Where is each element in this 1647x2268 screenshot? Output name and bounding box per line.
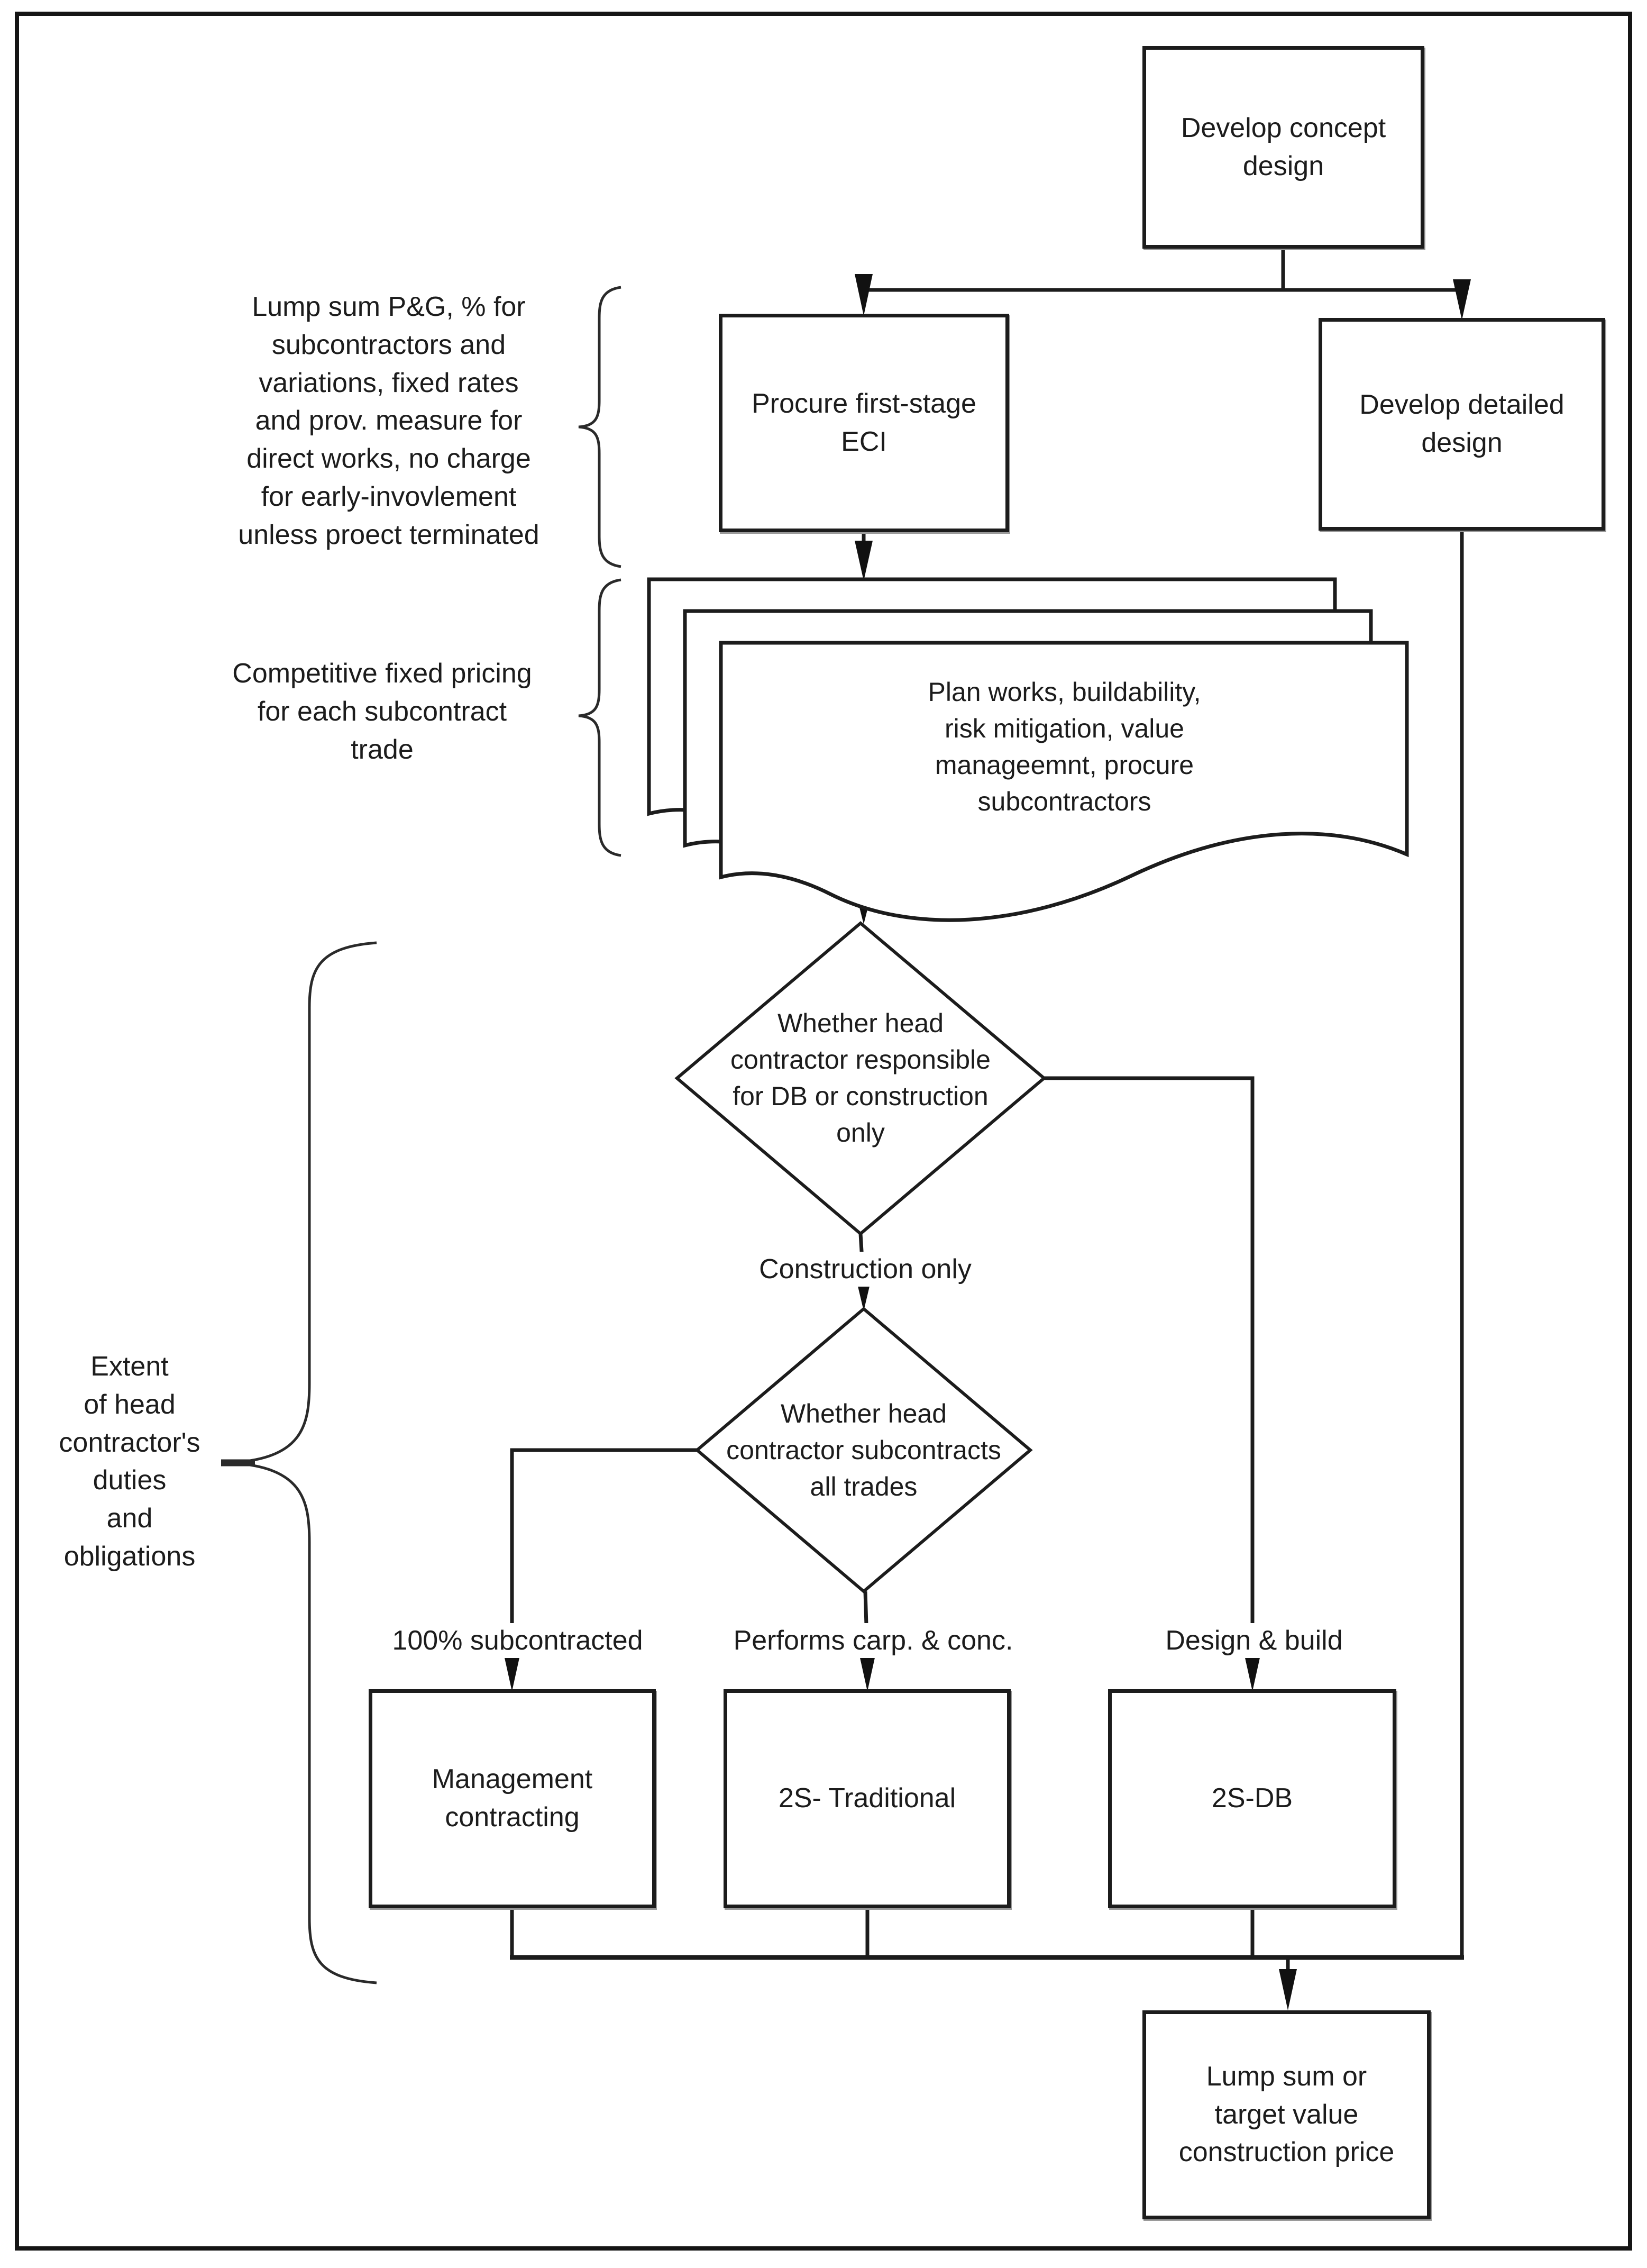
annotation-lump-sum-pg: Lump sum P&G, % for subcontractors and v… <box>238 292 539 550</box>
node-procure-first-stage-eci: Procure first-stage ECI <box>719 314 1009 532</box>
arrowhead-into-document <box>855 541 873 581</box>
arrowhead-into-eci <box>855 274 873 316</box>
node-2s-db: 2S-DB <box>1108 1689 1396 1908</box>
node-2s-traditional: 2S- Traditional <box>724 1689 1011 1908</box>
annotation-extent-duties: Extent of head contractor's duties and o… <box>59 1351 200 1572</box>
node-develop-concept-design: Develop concept design <box>1142 46 1424 249</box>
decision2-diamond <box>694 1307 1033 1593</box>
edge-label-performs-carp-conc: Performs carp. & conc. <box>706 1623 1040 1659</box>
edge-label-design-and-build: Design & build <box>1145 1623 1363 1659</box>
node-lump-sum-price: Lump sum or target value construction pr… <box>1142 2010 1431 2219</box>
edge-decision2-to-mgmt <box>510 1448 697 1656</box>
arrowhead-into-mgmt <box>503 1651 521 1691</box>
decision1-label: Whether head contractor responsible for … <box>730 1008 991 1147</box>
brace-lump-sum-pg <box>578 286 621 568</box>
document-plan-works-label: Plan works, buildability, risk mitigatio… <box>928 677 1201 816</box>
annotation-competitive-pricing: Competitive fixed pricing for each subco… <box>232 658 532 765</box>
document-page-front <box>719 641 1409 922</box>
arrowhead-into-detailed <box>1453 279 1471 320</box>
arrowhead-into-2sdb <box>1243 1651 1261 1691</box>
decision1-diamond <box>674 921 1047 1236</box>
edge-label-100pct-subcontracted: 100% subcontracted <box>365 1623 670 1659</box>
node-management-contracting: Management contracting <box>369 1689 656 1908</box>
node-develop-detailed-design: Develop detailed design <box>1319 318 1605 531</box>
decision2-label: Whether head contractor subcontracts all… <box>726 1398 1001 1501</box>
edge-label-construction-only: Construction only <box>738 1252 993 1287</box>
arrowhead-into-lumpsum <box>1279 1969 1297 2010</box>
edge-decision1-to-2sdb <box>1044 1076 1255 1656</box>
brace-competitive-pricing <box>578 578 621 857</box>
arrowhead-into-traditional <box>858 1651 876 1691</box>
diagram-border-frame <box>15 12 1632 2251</box>
